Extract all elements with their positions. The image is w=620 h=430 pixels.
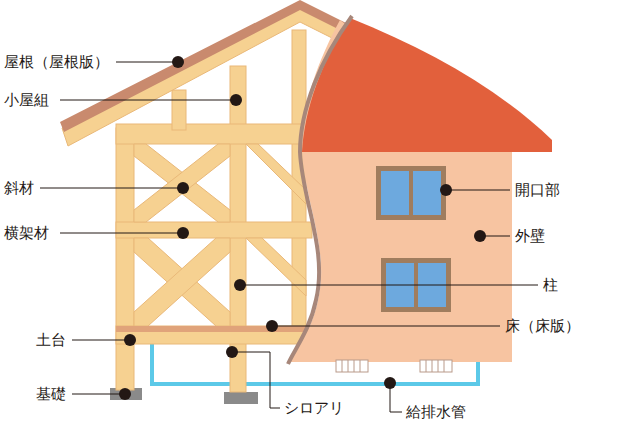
part-label: 土台 (36, 331, 66, 349)
floor-board (116, 326, 312, 332)
callout-dot (119, 56, 486, 400)
part-label: 屋根（屋根版） (4, 53, 109, 71)
foundation (224, 392, 258, 404)
window (376, 166, 446, 220)
part-label: 給排水管 (406, 403, 466, 421)
part-label: 床（床版） (505, 317, 580, 335)
part-label: 小屋組 (4, 91, 49, 109)
cut-edge (288, 16, 352, 364)
part-label: シロアリ (284, 399, 344, 417)
part-label: 柱 (543, 276, 558, 294)
part-label: 外壁 (515, 227, 545, 245)
part-label: 開口部 (515, 181, 560, 199)
part-label: 斜材 (4, 179, 34, 197)
part-label: 基礎 (36, 385, 66, 403)
leader-line (40, 62, 538, 412)
vent (336, 360, 452, 372)
part-label: 横架材 (4, 224, 49, 242)
